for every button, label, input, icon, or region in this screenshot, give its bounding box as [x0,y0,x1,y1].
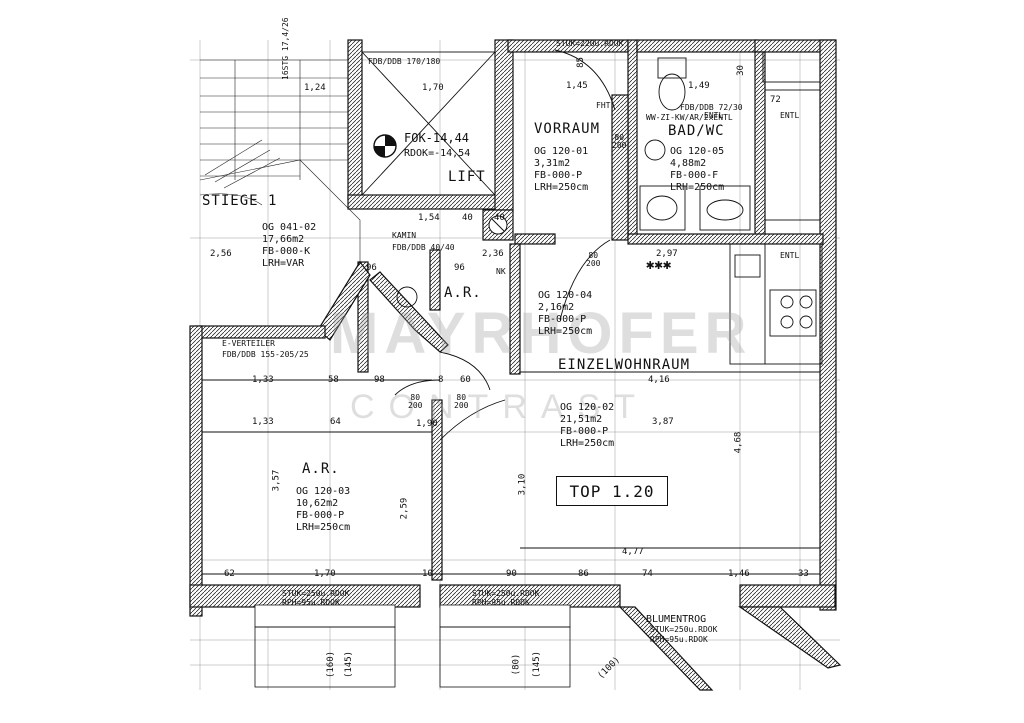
dim-label: 2,56 [210,249,232,259]
blumentrog-stuk-label: STUK=250u.RDOK [650,625,718,634]
room-name-vorraum: VORRAUM [534,121,601,137]
everteiler-label: E-VERTEILER [222,339,275,348]
window1-rph-label: RPH=95u.RDOK [282,598,340,607]
dim-label: 60 [460,375,471,385]
window1-stuk-label: STUK=250u.RDOK [282,589,350,598]
entl-label-2: ENTL [780,251,800,260]
dim-label: 33 [798,569,809,579]
dim-label: 98 [374,375,385,385]
everteiler-fdb-label: FDB/DDB 155-205/25 [222,350,309,359]
dim-label: 72 [770,95,781,105]
dim-label: 74 [642,569,653,579]
entl-label-1: ENTL [780,111,800,120]
nk-label: NK [496,267,506,276]
room-name-ar-large: A.R. [302,461,340,477]
dim-label: 1,33 [252,375,274,385]
kamin-icon [488,215,508,235]
dim-label: 1,70 [422,83,444,93]
room-name-stiege: STIEGE 1 [202,193,278,209]
stair-steps-label: 16STG 17,4/26 [281,17,290,80]
dim-label: 1,45 [566,81,588,91]
entl-label-3: ENTL [704,111,724,120]
kamin-label: KAMIN [392,231,417,240]
stuk-top-label: STUK=220u.RDOK [556,39,624,48]
dim-label: 30 [735,65,746,76]
room-name-ar-small: A.R. [444,285,482,301]
room-name-bad: BAD/WC [668,123,725,139]
dim-label: 1,70 [314,569,336,579]
dim-label: 1,90 [416,419,438,429]
dim-label: (80) [511,653,522,676]
dim-label: 64 [330,417,341,427]
dim-label: (145) [532,650,543,679]
dim-label: 96 [366,263,377,273]
fok-label: FOK-14,44 [404,131,470,145]
dim-label: 4,16 [648,375,670,385]
unit-label: TOP 1.20 [556,476,668,506]
dim-label: (145) [344,650,355,679]
walls [189,39,842,691]
dim-label: 2,36 [482,249,504,259]
dim-label: 90 [506,569,517,579]
dim-label: 1,54 [418,213,440,223]
staircase [199,59,361,262]
dim-label: 4,68 [733,431,744,454]
dim-label: 2,97 [656,249,678,259]
dim-label: 58 [328,375,339,385]
level-marker-icon [373,134,397,158]
dim-label: 3,10 [517,473,528,496]
dim-label: 40 [462,213,473,223]
bad-fdb-label: FDB/DDB 72/30 [680,103,743,112]
dim-label: 62 [224,569,235,579]
vent-symbols: ✱✱✱ [646,257,672,273]
dim-label: 1,46 [728,569,750,579]
dim-label: 3,87 [652,417,674,427]
dim-label: 8 [438,375,444,385]
dim-label: 96 [454,263,465,273]
dim-label: 2,59 [399,497,410,520]
dim-label: 3,57 [271,469,282,492]
dim-label: (160) [326,650,337,679]
room-markers [396,139,666,308]
dim-label: 4,77 [622,547,644,557]
blumentrog-label: BLUMENTROG [646,614,707,625]
lift-label: LIFT [448,169,486,185]
rdok-label: RDOK=-14,54 [404,148,471,159]
windows [254,604,571,688]
window2-stuk-label: STUK=250u.RDOK [472,589,540,598]
bad-ww-label: WW-ZI-KW/AR/2xENTL [646,113,733,122]
lift-fdb-label: FDB/DDB 170/180 [368,57,441,66]
fht-label: FHT [596,101,611,110]
dim-label: 1,33 [252,417,274,427]
blumentrog-rph-label: RPH=95u.RDOK [650,635,708,644]
dim-label: 1,24 [304,83,326,93]
kamin-fdb-label: FDB/DDB 40/40 [392,243,455,252]
window2-rph-label: RPH=95u.RDOK [472,598,530,607]
dim-label: 86 [578,569,589,579]
dim-label: 85 [575,57,586,68]
dim-label: 10 [422,569,433,579]
room-name-einzelwohnraum: EINZELWOHNRAUM [558,357,691,373]
interior-lines [202,49,823,575]
dim-label: 40 [494,213,505,223]
dim-label: 1,49 [688,81,710,91]
